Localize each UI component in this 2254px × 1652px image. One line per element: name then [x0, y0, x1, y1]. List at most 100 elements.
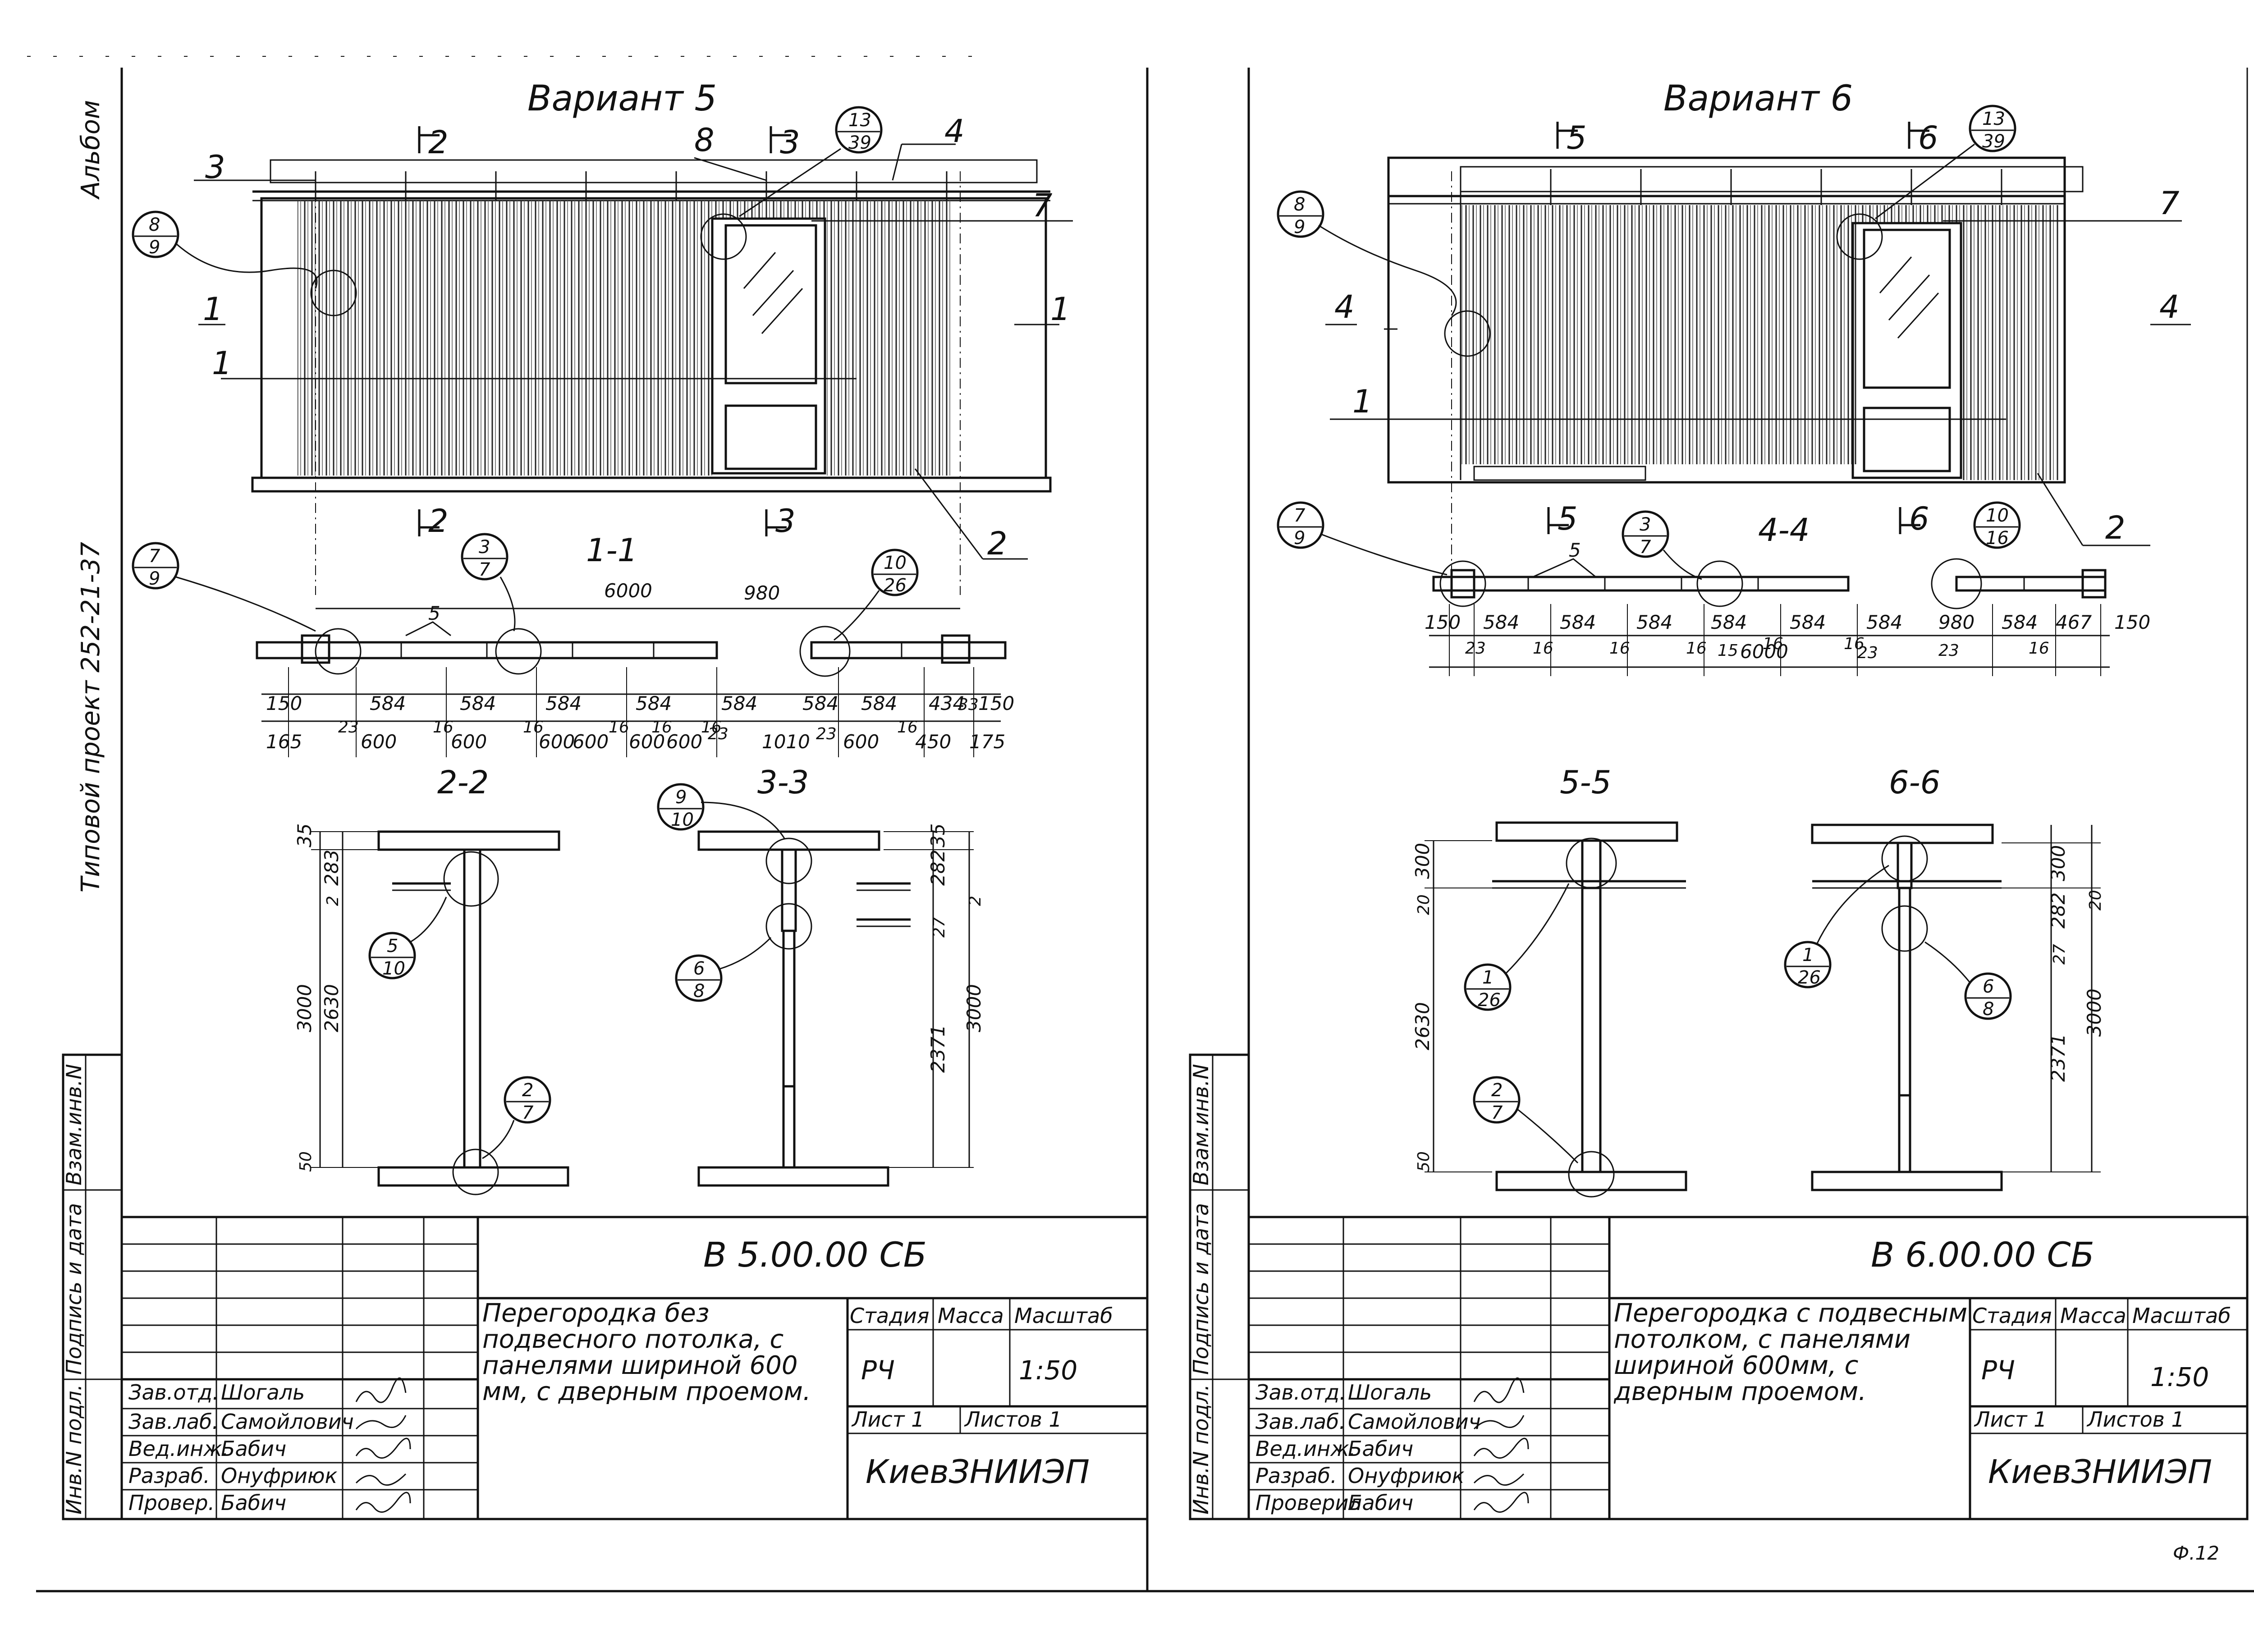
svg-text:16: 16: [1686, 639, 1707, 658]
org-name-6: КиевЗНИИЭП: [1988, 1453, 2212, 1491]
svg-text:15: 15: [1718, 641, 1738, 660]
svg-text:3: 3: [1640, 514, 1651, 535]
svg-text:2: 2: [1491, 1080, 1503, 1101]
side-label-inv: Инв.N подл.: [62, 1384, 86, 1515]
scale-label-6: Масштаб: [2132, 1304, 2231, 1328]
svg-text:7: 7: [149, 546, 160, 567]
callout-7-9-v6: 7 9: [1277, 501, 1448, 576]
svg-text:39: 39: [848, 133, 871, 153]
svg-text:8: 8: [149, 215, 160, 235]
svg-text:584: 584: [1560, 611, 1596, 633]
mark-5: 5: [428, 602, 440, 624]
svg-text:584: 584: [721, 692, 757, 714]
mark-5-v6: 5: [1569, 539, 1581, 561]
svg-text:282: 282: [2047, 892, 2069, 929]
album-label: Альбом: [76, 100, 105, 200]
svg-text:7: 7: [1294, 505, 1306, 526]
svg-text:584: 584: [802, 692, 838, 714]
svg-text:8: 8: [693, 981, 705, 1002]
svg-text:Онуфриюк: Онуфриюк: [221, 1464, 338, 1488]
side-label-replace-v6: Взам.инв.N: [1189, 1064, 1213, 1185]
signature-6-5: [1473, 1492, 1529, 1513]
svg-text:23: 23: [708, 725, 728, 743]
svg-text:150: 150: [978, 692, 1014, 714]
callout-1-26-v6a: 1 26: [1464, 883, 1570, 1011]
mark-3: 3: [205, 149, 225, 186]
svg-text:Зав.лаб.: Зав.лаб.: [128, 1409, 219, 1434]
callout-3-7-v6: 3 7: [1532, 510, 1702, 580]
dims-row1-variant-6: 150 584 584 584 584 584 584 980 584 467 …: [1425, 611, 2150, 633]
svg-text:2: 2: [966, 896, 985, 906]
svg-text:450: 450: [915, 731, 951, 753]
svg-text:Разраб.: Разраб.: [1255, 1464, 1337, 1488]
mark-2: 2: [987, 525, 1008, 562]
svg-text:13: 13: [848, 110, 871, 131]
svg-text:10: 10: [884, 553, 907, 573]
svg-text:467: 467: [2056, 611, 2092, 633]
sheet-variant-6: Вариант 6: [1189, 78, 2249, 1520]
svg-text:600: 600: [629, 731, 665, 753]
svg-text:13: 13: [1982, 109, 2005, 129]
svg-text:10: 10: [1986, 505, 2009, 526]
svg-text:Онуфриюк: Онуфриюк: [1348, 1464, 1465, 1488]
section-4-4-title: 4-4: [1758, 512, 1810, 549]
svg-text:26: 26: [1478, 990, 1501, 1011]
section-2-2: 35 283 2 2630 3000 50: [293, 824, 569, 1195]
svg-text:16: 16: [1533, 639, 1553, 658]
svg-text:150: 150: [266, 692, 302, 714]
callout-2-7: 2 7: [482, 1076, 551, 1159]
svg-text:16: 16: [651, 718, 672, 737]
svg-text:Шогаль: Шогаль: [1348, 1380, 1432, 1405]
callout-1-26-v6b: 1 26: [1784, 865, 1889, 988]
mark-8: 8: [694, 122, 715, 159]
dims-row2-variant-5: 165 23 600 16 600 16 600 16 600 16 600 1…: [266, 718, 1005, 753]
svg-text:Проверил: Проверил: [1255, 1491, 1362, 1515]
svg-text:282: 282: [927, 850, 949, 886]
scale-value-6: 1:50: [2150, 1362, 2209, 1392]
svg-text:584: 584: [370, 692, 406, 714]
svg-text:Бабич: Бабич: [221, 1491, 286, 1515]
svg-text:2630: 2630: [321, 984, 343, 1032]
svg-text:980: 980: [744, 582, 780, 604]
callout-3-7: 3 7: [405, 533, 516, 636]
svg-text:600: 600: [539, 731, 575, 753]
svg-text:175: 175: [969, 731, 1005, 753]
mark-1: 1: [212, 345, 232, 382]
svg-text:7: 7: [522, 1103, 534, 1123]
signature-6-4: [1473, 1473, 1525, 1486]
svg-text:2371: 2371: [2047, 1034, 2069, 1082]
svg-text:10: 10: [382, 958, 405, 979]
page-number: Ф.12: [2173, 1542, 2219, 1564]
mark-1-v6: 1: [1352, 383, 1373, 420]
svg-text:3000: 3000: [293, 984, 316, 1032]
svg-text:8: 8: [1983, 999, 1994, 1020]
svg-text:9: 9: [1294, 528, 1305, 549]
svg-text:9: 9: [149, 237, 160, 258]
svg-text:27: 27: [930, 917, 948, 938]
svg-text:584: 584: [1790, 611, 1826, 633]
side-label-replace: Взам.инв.N: [62, 1064, 86, 1185]
svg-text:Зав.отд.: Зав.отд.: [128, 1380, 219, 1405]
svg-text:1010: 1010: [762, 731, 810, 753]
plan-4-4: [1429, 558, 2110, 676]
svg-text:16: 16: [1609, 639, 1630, 658]
section-6-6: 300 20 282 27 2371 3000: [1811, 824, 2105, 1191]
overall-dim-6000-v6: 6000: [1740, 641, 1788, 663]
callout-10-16-v6: 10 16: [1973, 501, 2021, 549]
svg-text:600: 600: [361, 731, 397, 753]
svg-text:434: 434: [929, 692, 965, 714]
cut-1-left: 1: [203, 291, 223, 328]
signature-3: [355, 1437, 411, 1459]
signature-6-3: [1473, 1437, 1529, 1459]
section-3-3: 35 282 27 2 2371 3000: [697, 824, 985, 1187]
title-block-5: [62, 1053, 1149, 1520]
cut-4-right: 4: [2159, 288, 2180, 325]
svg-text:23: 23: [1938, 641, 1959, 660]
svg-text:3000: 3000: [2083, 988, 2105, 1037]
description-6: Перегородка с подвесным потолком, с пане…: [1614, 1300, 1967, 1404]
scale-value-5: 1:50: [1019, 1355, 1077, 1386]
section-6-6-title: 6-6: [1889, 764, 1940, 801]
svg-text:584: 584: [636, 692, 672, 714]
sheet-variant-5: Вариант 5: [62, 78, 1149, 1520]
margin-project-label: Альбом Типовой проект 252-21-37: [76, 100, 105, 892]
